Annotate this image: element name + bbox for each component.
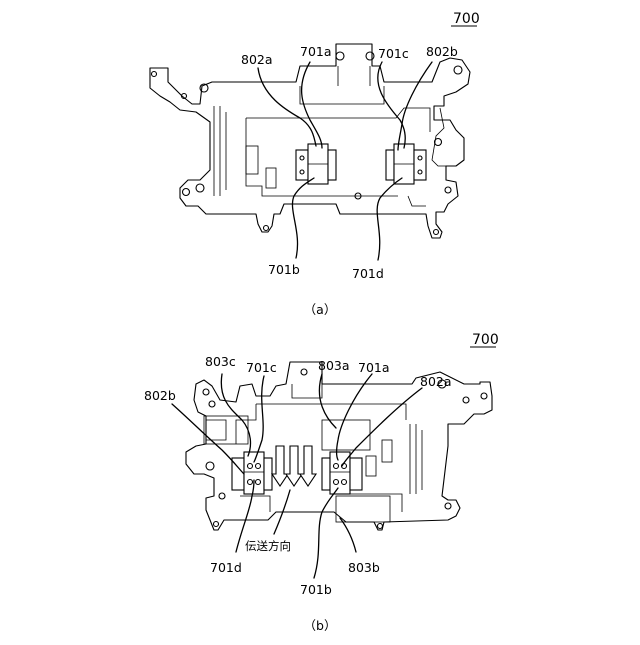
hole-a-3 [366, 52, 374, 60]
bracket-a-right-2 [414, 150, 426, 180]
leader-b-701c [254, 376, 264, 462]
caption-b: （b） [304, 618, 337, 633]
hole-a-10 [264, 226, 269, 231]
hole-a-12 [152, 72, 157, 77]
hole-a-8 [445, 187, 451, 193]
label-b-701b: 701b [300, 582, 332, 597]
leader-a-802a [258, 68, 316, 146]
leader-b-701b [314, 488, 338, 578]
hole-b-1 [203, 389, 209, 395]
hole-b-10 [214, 522, 219, 527]
hole-b-9 [445, 503, 451, 509]
hole-a-11 [434, 230, 439, 235]
leader-a-701b [292, 178, 314, 258]
hole-b-3 [206, 462, 214, 470]
leader-a-701d [377, 178, 402, 260]
label-b-701c: 701c [246, 360, 277, 375]
boss-a-top [300, 86, 384, 104]
slot-b-1 [382, 440, 392, 462]
label-b-803c: 803c [205, 354, 236, 369]
hole-b-7 [463, 397, 469, 403]
hole-a-6 [183, 189, 190, 196]
hole-a-2 [336, 52, 344, 60]
ref-700-b: 700 [472, 332, 499, 348]
area-803b [336, 496, 390, 522]
ref-700-a: 700 [453, 11, 480, 27]
figure-b: 700 [144, 332, 499, 633]
slot-a-1 [246, 146, 258, 174]
direction-arrow-1 [272, 446, 288, 486]
bracket-a-right-1 [386, 150, 394, 180]
leader-b-701a [337, 374, 373, 460]
pad-b-left [206, 420, 226, 440]
label-b-direction: 伝送方向 [245, 539, 291, 553]
figure-a: 700 [150, 11, 480, 317]
label-a-701a: 701a [300, 44, 332, 59]
hole-b-11 [378, 524, 383, 529]
label-b-701d: 701d [210, 560, 242, 575]
direction-arrow-3 [300, 446, 316, 486]
bracket-b-right-1 [322, 458, 330, 490]
hole-b-5 [301, 369, 307, 375]
label-a-802b: 802b [426, 44, 458, 59]
hole-a-4 [454, 66, 462, 74]
frame-a-outline [150, 44, 470, 238]
leader-b-803b [340, 518, 356, 552]
label-b-701a: 701a [358, 360, 390, 375]
label-b-803a: 803a [318, 358, 350, 373]
rib-b-bottom [240, 494, 402, 512]
hole-a-5 [196, 184, 204, 192]
boss-a-stem [338, 66, 370, 86]
bracket-a-left-2 [328, 150, 336, 180]
leader-a-802b [398, 62, 432, 150]
label-a-701c: 701c [378, 46, 409, 61]
area-803a [322, 420, 370, 450]
slot-a-2 [266, 168, 276, 188]
rib-a-bottom [408, 196, 426, 206]
slot-b-2 [366, 456, 376, 476]
bracket-a-left-1 [296, 150, 308, 180]
boss-b-top [292, 384, 322, 398]
leader-a-701a [302, 62, 322, 148]
label-a-701b: 701b [268, 262, 300, 277]
hole-b-4 [219, 493, 225, 499]
caption-a: （a） [304, 302, 337, 317]
bracket-b-right-2 [350, 458, 362, 490]
label-b-802a: 802a [420, 374, 452, 389]
label-a-802a: 802a [241, 52, 273, 67]
hole-b-8 [481, 393, 487, 399]
label-a-701d: 701d [352, 266, 384, 281]
direction-arrow-2 [286, 446, 302, 486]
rail-b-right [410, 424, 422, 494]
hole-b-2 [209, 401, 215, 407]
rail-a-left [214, 106, 226, 196]
bracket-b-left-2 [264, 458, 272, 490]
label-b-802b: 802b [144, 388, 176, 403]
label-b-803b: 803b [348, 560, 380, 575]
